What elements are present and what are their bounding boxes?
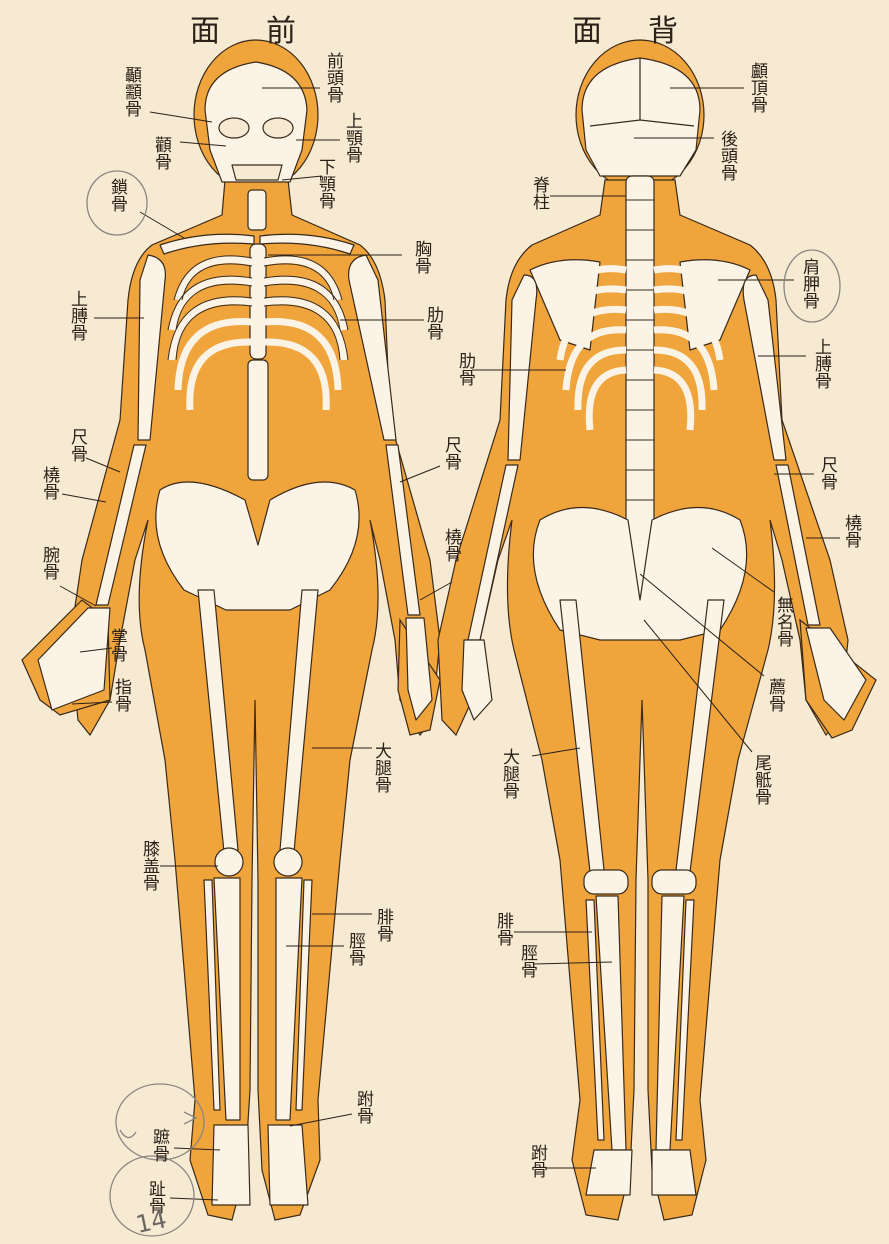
front-skull <box>205 62 307 182</box>
label-radius-back: 橈骨 <box>842 514 860 548</box>
label-temporal: 顳顬骨 <box>122 66 140 117</box>
label-ulna-left: 尺骨 <box>68 428 86 462</box>
label-phalanges: 指骨 <box>112 678 130 712</box>
label-carpal: 腕骨 <box>40 546 58 580</box>
label-tarsal-back: 跗骨 <box>528 1144 546 1178</box>
front-view-heading: 面前 <box>190 6 342 50</box>
label-radius-left: 橈骨 <box>40 466 58 500</box>
front-cervical-spine <box>248 190 266 230</box>
left-orbit <box>219 118 249 138</box>
label-radius-right: 橈骨 <box>442 528 460 562</box>
label-maxilla: 上顎骨 <box>343 112 361 163</box>
back-view-heading: 面背 <box>572 6 724 50</box>
label-scapula: 肩胛骨 <box>800 258 818 309</box>
label-sacrum: 薦骨 <box>766 678 784 712</box>
label-tibia-back: 脛骨 <box>518 944 536 978</box>
front-left-foot <box>212 1125 250 1205</box>
label-humerus-front: 上膊骨 <box>68 290 86 341</box>
label-zygomatic: 顴骨 <box>152 136 170 170</box>
label-frontal: 前頭骨 <box>324 52 342 103</box>
back-left-knee <box>584 870 628 894</box>
label-rib-back: 肋骨 <box>456 352 474 386</box>
label-tibia-front: 脛骨 <box>346 932 364 966</box>
front-left-patella <box>215 848 243 876</box>
front-sternum <box>250 244 266 359</box>
back-skull <box>582 58 700 176</box>
label-clavicle: 鎖骨 <box>108 178 126 212</box>
label-mandible: 下顎骨 <box>316 158 334 209</box>
label-ulna-back: 尺骨 <box>818 456 836 490</box>
front-right-patella <box>274 848 302 876</box>
back-figure <box>438 40 876 1220</box>
label-tarsal-front: 跗骨 <box>354 1090 372 1124</box>
teeth-row <box>232 165 282 180</box>
label-spine: 脊柱 <box>530 176 548 210</box>
label-fibula-back: 腓骨 <box>494 912 512 946</box>
label-metacarpal: 掌骨 <box>108 628 126 662</box>
right-orbit <box>263 118 293 138</box>
label-parietal: 顱頂骨 <box>748 62 766 113</box>
label-ulna-right: 尺骨 <box>442 436 460 470</box>
label-sternum: 胸骨 <box>412 240 430 274</box>
front-figure <box>22 40 440 1220</box>
label-coccyx: 尾骶骨 <box>752 754 770 805</box>
back-left-heel <box>586 1150 632 1195</box>
front-right-foot <box>268 1125 308 1205</box>
label-metatarsal: 蹠骨 <box>150 1128 168 1162</box>
label-rib-front: 肋骨 <box>424 306 442 340</box>
label-fibula-front: 腓骨 <box>374 908 392 942</box>
label-occipital: 後頭骨 <box>718 130 736 181</box>
back-right-knee <box>652 870 696 894</box>
front-lumbar-spine <box>248 360 268 480</box>
label-femur-back: 大腿骨 <box>500 748 518 799</box>
label-humerus-back: 上膊骨 <box>812 338 830 389</box>
label-innominate: 無名骨 <box>774 596 792 647</box>
back-right-heel <box>652 1150 696 1195</box>
label-femur-front: 大腿骨 <box>372 742 390 793</box>
label-patella: 膝盖骨 <box>140 840 158 891</box>
